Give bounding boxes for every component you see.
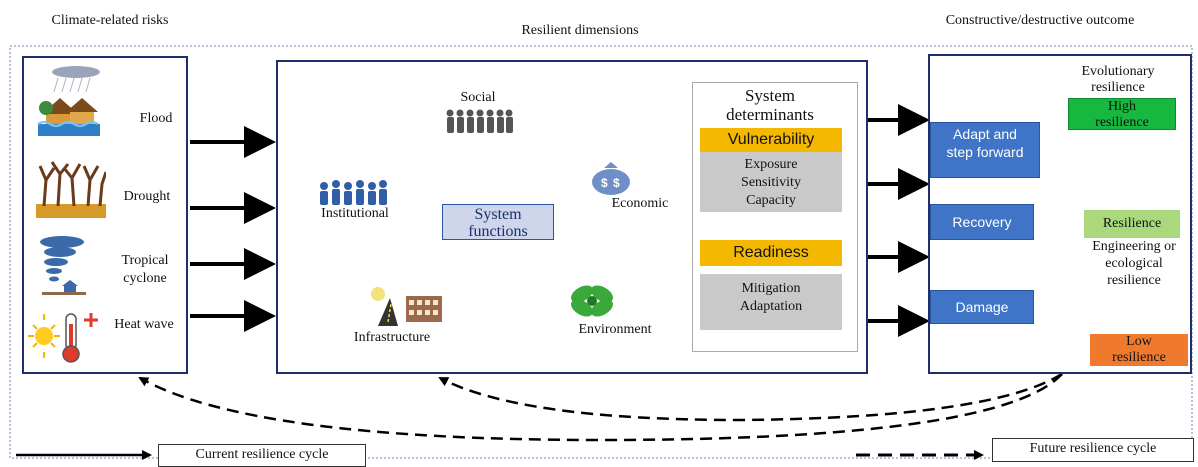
infrastructure-icon: [368, 286, 444, 326]
system-functions-box: System functions: [442, 204, 554, 240]
heat-wave-icon: [28, 310, 100, 366]
cyclone-icon: [38, 234, 88, 296]
outer-frame: [9, 45, 1193, 459]
header-dimensions: Resilient dimensions: [521, 23, 639, 38]
feedback-arrow-dimensions: [438, 372, 1063, 422]
economic-icon: $ $: [590, 160, 632, 196]
resilience-box: Resilience: [1084, 210, 1180, 238]
vulnerability-box: Vulnerability: [700, 128, 842, 152]
damage-box: Damage: [930, 290, 1034, 324]
evolutionary-label: Evolutionary resilience: [1081, 64, 1155, 95]
legend-current: Current resilience cycle: [158, 444, 366, 467]
adapt-box: Adapt and step forward: [930, 122, 1040, 178]
svg-text:$: $: [613, 176, 620, 190]
svg-text:$: $: [601, 176, 608, 190]
vulnerability-items: Exposure Sensitivity Capacity: [700, 152, 842, 212]
infrastructure-label: Infrastructure: [353, 330, 431, 345]
social-label: Social: [460, 90, 496, 105]
institutional-label: Institutional: [321, 206, 389, 221]
header-risks: Climate-related risks: [51, 13, 169, 28]
heat-wave-label: Heat wave: [114, 317, 174, 332]
economic-label: Economic: [611, 196, 669, 211]
flood-label: Flood: [139, 111, 173, 126]
recovery-box: Recovery: [930, 204, 1034, 240]
flood-icon: [36, 62, 102, 138]
institutional-icon: [316, 180, 388, 206]
engineering-label: Engineering or ecological resilience: [1092, 239, 1176, 288]
readiness-box: Readiness: [700, 240, 842, 266]
drought-icon: [36, 160, 106, 218]
low-resilience-box: Low resilience: [1090, 334, 1188, 366]
readiness-items: Mitigation Adaptation: [700, 274, 842, 330]
legend-future: Future resilience cycle: [992, 438, 1194, 462]
drought-label: Drought: [123, 189, 171, 204]
high-resilience-box: High resilience: [1068, 98, 1176, 130]
social-icon: [444, 108, 514, 134]
cyclone-label: Tropical cyclone: [121, 253, 169, 286]
environment-label: Environment: [578, 322, 652, 337]
header-outcome: Constructive/destructive outcome: [945, 13, 1135, 28]
feedback-arrow-risks: [138, 373, 1063, 442]
environment-icon: [568, 282, 616, 318]
determinants-title: System determinants: [726, 86, 814, 124]
